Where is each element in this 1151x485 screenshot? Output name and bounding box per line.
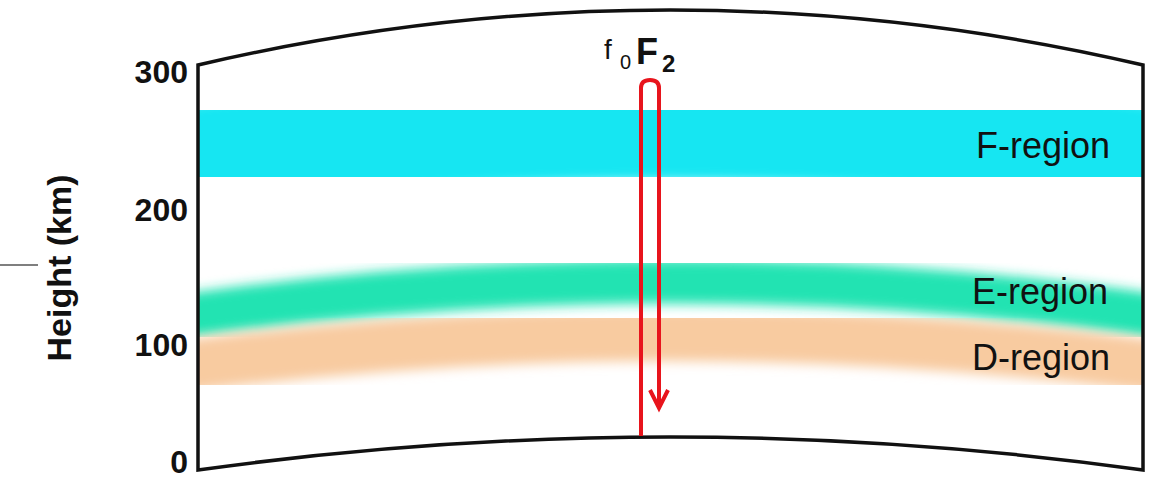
- symbol-part: f: [604, 36, 612, 64]
- radio-path: [641, 80, 659, 436]
- region-label: E-region: [972, 274, 1108, 310]
- region-label: D-region: [972, 340, 1110, 376]
- axis-tick-label: 0: [170, 446, 188, 478]
- axis-title: Height (km): [41, 175, 75, 362]
- region-label: F-region: [976, 128, 1110, 164]
- axis-tick-label: 100: [135, 329, 188, 361]
- axis-tick-label: 300: [135, 56, 188, 88]
- arrow-head: [650, 390, 668, 408]
- axis-tick-label: 200: [135, 194, 188, 226]
- symbol-subscript: 2: [662, 52, 675, 76]
- symbol-part: F: [636, 34, 658, 70]
- atmosphere-frame: [198, 10, 1143, 470]
- symbol-subscript: 0: [620, 52, 631, 72]
- stray-tick: [0, 264, 38, 266]
